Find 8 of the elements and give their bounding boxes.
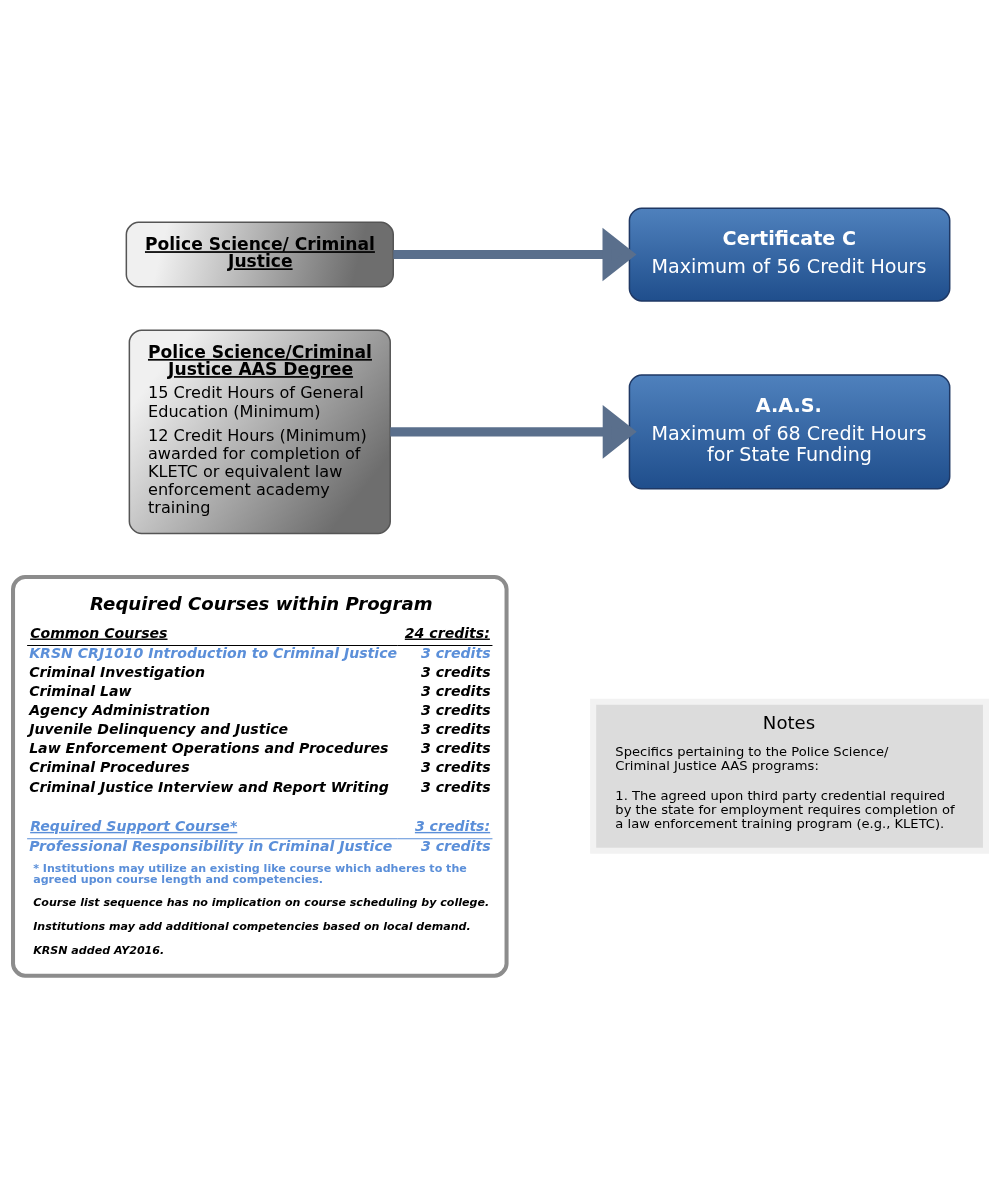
node-box: Required Courses within Program Common Courses 24 credits: KRSN CRJ1010 Introduction to Criminal Justice 3 credits Criminal Investigation 3 credits Criminal Law 3 credits Agency Administration 3 credits Juvenile Delinquency and Justice 3 credits Law Enforcement Operations and Procedures 3 credits Criminal Procedures 3 credits Criminal Justice Interview and Report Writing 3 credits Required Support Course* 3 credits: Professional Responsibility in Criminal Justice 3 credits * Institutions may utilize an existing like course which adheres to the agreed upon course length and competencies. Course list sequence has no implication on course scheduling by college. Institutions may add additional competencies based on local demand. KRSN added AY2016.	[10, 574, 509, 978]
node-box: Notes Specifics pertaining to the Police Science/ Criminal Justice AAS programs: 1. The agreed upon third party credential required by the state for employment requires completion of a law enforcement training program (e.g., KLETC).	[589, 698, 989, 854]
node-box: Police Science/ Criminal Justice	[125, 221, 394, 288]
node-box: A.A.S. Maximum of 68 Credit Hours for State Funding	[628, 374, 950, 490]
arrow	[392, 227, 636, 282]
node-box: Certificate C Maximum of 56 Credit Hours	[628, 207, 950, 302]
node-box: Police Science/Criminal Justice AAS Degree 15 Credit Hours of General Education (Minimum) 12 Credit Hours (Minimum) awarded for completion of KLETC or equivalent law enforcement academy training	[128, 329, 391, 535]
arrow	[389, 405, 637, 459]
